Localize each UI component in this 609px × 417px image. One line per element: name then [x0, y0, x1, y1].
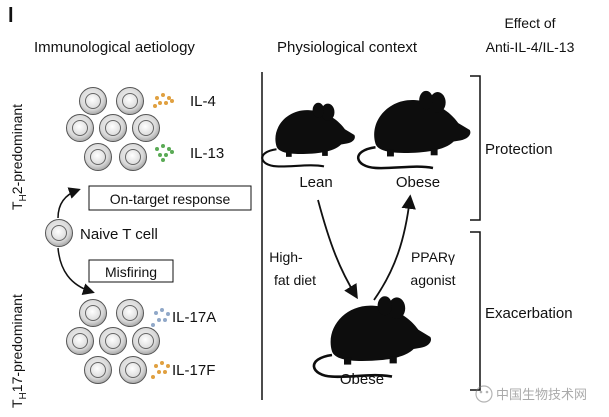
- high-fat-label-line1: High-: [269, 249, 303, 265]
- misfiring-box: [88, 259, 174, 283]
- header-effect-line2: Anti-IL-4/IL-13: [486, 39, 575, 55]
- on-target-box: [88, 185, 252, 211]
- arrow-high-fat-diet: [317, 199, 358, 300]
- arrow-ppar-agonist: [373, 194, 416, 301]
- on-target-label: On-target response: [110, 191, 231, 207]
- watermark-text: 中国生物技术网: [496, 387, 587, 402]
- cytokine-il17a: IL-17A: [172, 309, 216, 326]
- cytokine-il4: IL-4: [190, 93, 216, 110]
- ppar-label-line1: PPARγ: [411, 249, 455, 265]
- header-physiological: Physiological context: [277, 39, 418, 56]
- effect-protection: Protection: [485, 141, 553, 158]
- il13-dots: [155, 144, 174, 162]
- misfiring-label: Misfiring: [105, 264, 157, 280]
- header-effect-line1: Effect of: [504, 15, 555, 31]
- ppar-label-line2: agonist: [410, 272, 455, 288]
- naive-t-cell-label: Naive T cell: [80, 226, 158, 243]
- th17-axis-label: TH17-predominant: [9, 294, 29, 408]
- effect-exacerbation: Exacerbation: [485, 305, 573, 322]
- mouse-lean: [261, 101, 356, 168]
- mouse-obese-top-label: Obese: [396, 174, 440, 191]
- mouse-obese-bottom-label: Obese: [340, 371, 384, 388]
- exacerbation-bracket: [470, 231, 481, 391]
- il17a-dots: [151, 308, 170, 327]
- svg-text:TH17-predominant: TH17-predominant: [9, 294, 29, 408]
- arrow-to-th17: [57, 247, 95, 295]
- panel-label: l: [8, 5, 14, 27]
- high-fat-label-line2: fat diet: [274, 272, 316, 288]
- naive-t-cell: [45, 219, 73, 247]
- svg-text:TH2-predominant: TH2-predominant: [9, 104, 29, 210]
- mouse-obese-top: [356, 89, 472, 170]
- th2-cell-cluster: [66, 87, 160, 171]
- mouse-obese-bottom: [312, 294, 433, 379]
- watermark: 中国生物技术网: [475, 385, 587, 403]
- cytokine-il13: IL-13: [190, 145, 224, 162]
- mouse-lean-label: Lean: [299, 174, 332, 191]
- cytokine-il17f: IL-17F: [172, 362, 215, 379]
- header-immunological: Immunological aetiology: [34, 39, 195, 56]
- th17-cell-cluster: [66, 299, 160, 384]
- il4-dots: [153, 93, 174, 108]
- protection-bracket: [470, 75, 481, 221]
- arrow-to-th2: [57, 187, 81, 219]
- il17f-dots: [151, 361, 170, 379]
- th2-axis-label: TH2-predominant: [9, 104, 29, 210]
